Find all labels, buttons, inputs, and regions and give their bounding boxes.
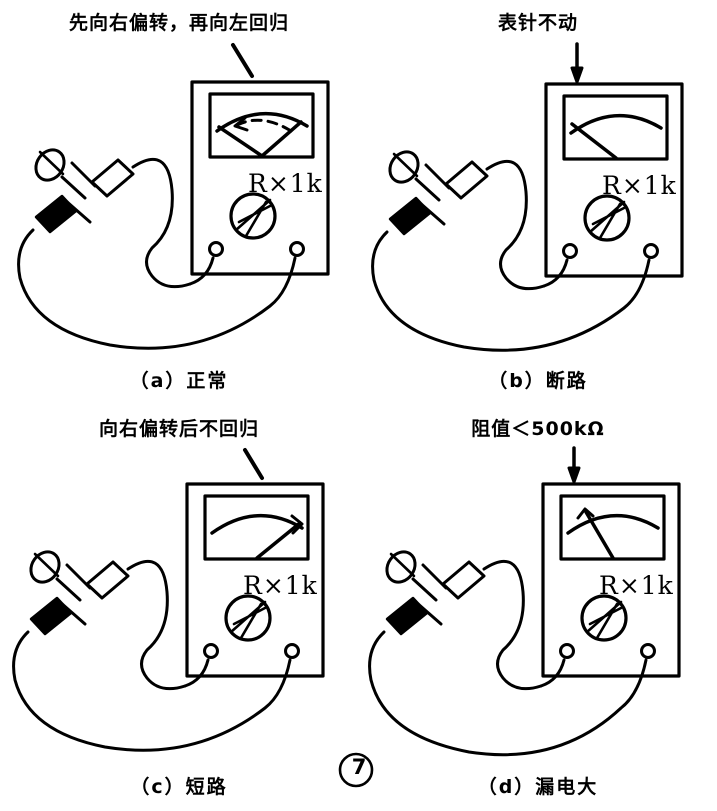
capacitor-cap-line	[38, 150, 65, 176]
panel-b-top-caption: 表针不动	[497, 12, 578, 34]
capacitor-cap-line	[392, 152, 419, 178]
panel-a-bottom-caption: （a）正常	[129, 370, 229, 392]
red-test-probe	[441, 560, 486, 600]
panel-d-bottom-caption: （d）漏电大	[477, 776, 599, 798]
knob-marks	[588, 200, 626, 240]
capacitor-cap-line	[389, 552, 416, 578]
needle-at-rest	[570, 122, 618, 160]
range-selector-knob[interactable]	[224, 594, 272, 642]
meter-terminal-left[interactable]	[208, 241, 224, 257]
needle-deflected-right	[255, 521, 302, 560]
knob-marks	[585, 600, 623, 640]
red-lead-to-terminal	[183, 658, 210, 688]
black-probe-lead	[17, 228, 297, 350]
capacitor-lead-lower	[55, 577, 82, 602]
figure-number-text: 7	[351, 755, 367, 779]
leader-arrowhead	[570, 66, 584, 84]
panel-c-top-caption: 向右偏转后不回归	[98, 418, 259, 440]
capacitor-lead-lower	[411, 577, 438, 602]
needle-partial-deflection	[584, 510, 615, 560]
capacitor-lead-lower	[60, 175, 87, 200]
panel-a-top-caption: 先向右偏转，再向左回归	[68, 12, 289, 34]
needle-arrowhead	[576, 507, 595, 520]
black-test-probe	[385, 596, 429, 636]
meter-terminal-right[interactable]	[289, 241, 305, 257]
return-motion-arrowhead	[233, 116, 249, 132]
meter-terminal-right[interactable]	[284, 643, 300, 659]
panel-a-normal: 先向右偏转，再向左回归	[0, 0, 358, 405]
figure-number: 7	[336, 752, 382, 792]
panel-b-bottom-caption: （b）断路	[488, 370, 588, 392]
red-lead-to-terminal	[542, 258, 569, 288]
panel-d-diagram: R×1k	[368, 446, 681, 757]
black-test-probe	[29, 596, 73, 636]
range-selector-knob[interactable]	[229, 192, 277, 240]
red-lead-to-terminal	[539, 658, 566, 688]
meter-scale-arc	[215, 111, 309, 133]
panel-c-diagram: R×1k	[12, 448, 325, 752]
red-probe-lead	[482, 559, 543, 691]
panel-d-high-leakage: 阻值＜500kΩ R×1k （d）漏电大	[359, 406, 717, 811]
red-test-probe	[85, 560, 130, 600]
panel-c-short-circuit: 向右偏转后不回归 R×1k （c）短路	[0, 406, 358, 811]
red-test-probe	[90, 158, 135, 198]
panel-a-range-label: R×1k	[248, 169, 323, 198]
capacitor-lead-lower	[414, 177, 441, 202]
black-probe-lead	[368, 630, 648, 757]
black-test-probe	[34, 194, 78, 234]
meter-scale-arc	[210, 513, 304, 535]
red-test-probe	[444, 160, 489, 200]
meter-terminal-left[interactable]	[203, 643, 219, 659]
red-probe-lead	[131, 157, 192, 289]
black-probe-lead	[12, 630, 292, 752]
black-test-probe	[388, 196, 432, 236]
panel-a-diagram: R×1k	[17, 43, 330, 350]
meter-terminal-right[interactable]	[640, 643, 656, 659]
knob-marks	[229, 600, 267, 640]
needle-arrowhead	[290, 514, 304, 535]
panel-b-diagram: R×1k	[371, 42, 684, 352]
panel-c-range-label: R×1k	[243, 571, 318, 600]
black-probe-lead	[371, 230, 651, 352]
knob-marks	[234, 198, 272, 238]
meter-terminal-left[interactable]	[559, 643, 575, 659]
meter-scale-arc	[566, 513, 660, 535]
range-selector-knob[interactable]	[583, 194, 631, 242]
red-probe-lead	[485, 159, 546, 291]
range-selector-knob[interactable]	[580, 594, 628, 642]
meter-scale-arc	[569, 113, 663, 135]
needle-deflected	[260, 120, 303, 158]
meter-terminal-right[interactable]	[643, 243, 659, 259]
return-motion-arrow	[235, 118, 293, 133]
panel-b-open-circuit: 表针不动 R×1k （b）断路	[359, 0, 717, 405]
panel-d-range-label: R×1k	[599, 571, 674, 600]
figure-number-circle	[338, 752, 374, 788]
meter-terminal-left[interactable]	[562, 243, 578, 259]
needle-returned	[217, 125, 264, 158]
leader-line	[231, 43, 254, 78]
leader-line	[243, 448, 264, 480]
meter-scale-window	[559, 494, 666, 561]
leader-arrowhead	[567, 466, 581, 484]
panel-c-bottom-caption: （c）短路	[130, 776, 228, 798]
panel-d-top-caption: 阻值＜500kΩ	[471, 418, 605, 440]
red-probe-lead	[126, 559, 187, 691]
panel-b-range-label: R×1k	[602, 171, 677, 200]
red-lead-to-terminal	[188, 256, 215, 286]
capacitor-cap-line	[33, 552, 60, 578]
